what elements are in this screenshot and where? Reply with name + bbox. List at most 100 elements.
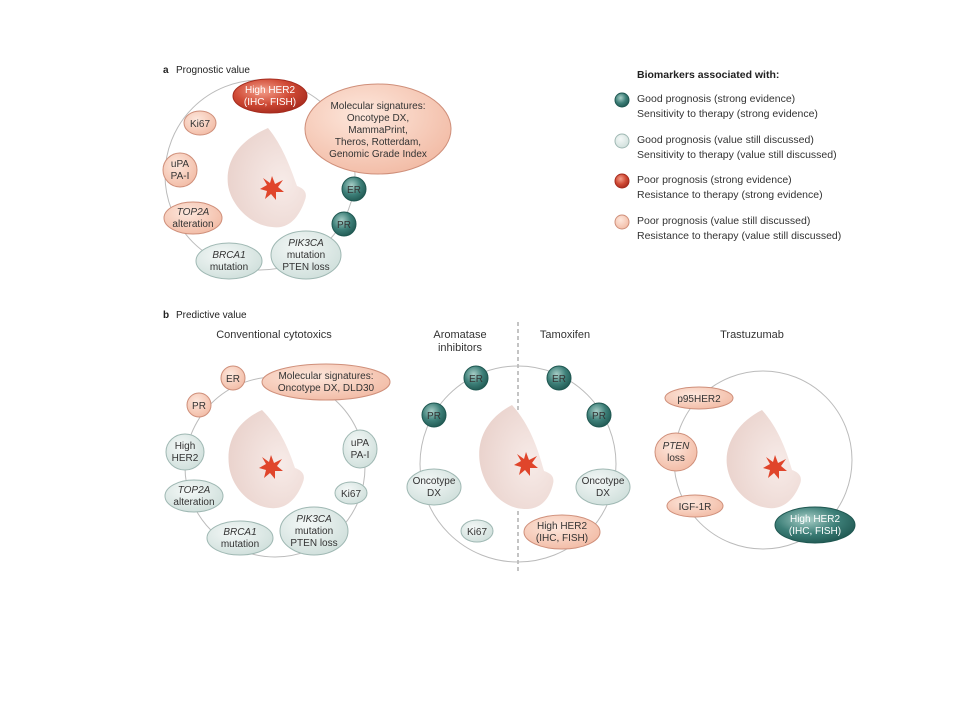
tras-node-igf1r: IGF-1R — [666, 494, 724, 518]
conv-node-brca1: BRCA1 mutation — [206, 520, 274, 556]
tras-node-p95her2: p95HER2 — [664, 386, 734, 410]
panel-a-title: Prognostic value — [176, 65, 250, 76]
conv-ki67-l1: Ki67 — [341, 489, 361, 500]
tam-oncotype-l1: Oncotype — [582, 476, 625, 487]
panel-a-breast-icon — [227, 128, 306, 228]
tam-her2-l2: (IHC, FISH) — [536, 533, 588, 544]
a-node-her2: High HER2 (IHC, FISH) — [232, 78, 308, 114]
a-ki67-l1: Ki67 — [190, 119, 210, 130]
conv-node-top2a: TOP2A alteration — [164, 479, 224, 513]
tam-node-oncotype: Oncotype DX — [575, 468, 631, 506]
conv-node-her2: High HER2 — [165, 433, 205, 471]
a-node-ki67: Ki67 — [183, 110, 217, 136]
a-mol-l3: MammaPrint, — [348, 125, 407, 136]
a-mol-l2: Oncotype DX, — [347, 113, 409, 124]
conv-node-ki67: Ki67 — [334, 481, 368, 505]
section-tamoxifen: Tamoxifen — [540, 329, 590, 341]
ai-er-l1: ER — [469, 374, 483, 385]
ai-node-pr: PR — [421, 402, 447, 428]
conv-breast-icon — [228, 410, 304, 509]
tras-pten-l2: loss — [667, 453, 685, 464]
a-top2a-l1: TOP2A — [177, 207, 210, 218]
ai-node-ki67: Ki67 — [460, 519, 494, 543]
a-upa-l2: PA-I — [171, 171, 190, 182]
panel-b-title: Predictive value — [176, 310, 247, 321]
legend-good-strong-swatch — [614, 92, 630, 108]
a-top2a-l2: alteration — [172, 219, 213, 230]
legend-heading: Biomarkers associated with: — [637, 69, 779, 81]
conv-pik3ca-l2: mutation — [295, 526, 333, 537]
legend-item-3-line1: Poor prognosis (strong evidence) — [637, 174, 792, 186]
legend-item-2-line1: Good prognosis (value still discussed) — [637, 134, 814, 146]
conv-node-molecular: Molecular signatures: Oncotype DX, DLD30 — [261, 363, 391, 401]
panel-a-letter: a — [163, 65, 169, 76]
conv-er-l1: ER — [226, 374, 240, 385]
legend-poor-strong-swatch — [614, 173, 630, 189]
legend-good-weak-swatch — [614, 133, 630, 149]
ai-tam-tumor-icon — [514, 452, 538, 476]
a-node-brca1: BRCA1 mutation — [195, 242, 263, 280]
tras-pten-l1: PTEN — [663, 441, 690, 452]
tras-her2-l2: (IHC, FISH) — [789, 526, 841, 537]
section-aromatase-l1: Aromatase — [433, 329, 486, 341]
a-pr-l1: PR — [337, 220, 351, 231]
tras-igf-l1: IGF-1R — [679, 502, 712, 513]
conv-top2a-l2: alteration — [173, 497, 214, 508]
tras-node-her2: High HER2 (IHC, FISH) — [774, 506, 856, 544]
ai-oncotype-l1: Oncotype — [413, 476, 456, 487]
conv-node-pik3ca: PIK3CA mutation PTEN loss — [279, 506, 349, 556]
a-mol-l5: Genomic Grade Index — [329, 149, 427, 160]
a-pik3ca-l1: PIK3CA — [288, 238, 324, 249]
legend: Biomarkers associated with: Good prognos… — [614, 69, 841, 242]
conv-pik3ca-l1: PIK3CA — [296, 514, 332, 525]
tam-node-pr: PR — [586, 402, 612, 428]
section-trastuzumab: Trastuzumab — [720, 329, 784, 341]
a-pik3ca-l3: PTEN loss — [282, 262, 329, 273]
tras-p95-l1: p95HER2 — [677, 394, 721, 405]
ai-node-er: ER — [463, 365, 489, 391]
tras-node-pten: PTEN loss — [654, 432, 698, 472]
conv-brca1-l2: mutation — [221, 539, 259, 550]
a-node-pik3ca: PIK3CA mutation PTEN loss — [270, 230, 342, 280]
tam-er-l1: ER — [552, 374, 566, 385]
ai-oncotype-l2: DX — [427, 488, 441, 499]
legend-item-1-line2: Sensitivity to therapy (strong evidence) — [637, 108, 818, 120]
a-node-molecular: Molecular signatures: Oncotype DX, Mamma… — [304, 83, 452, 175]
conv-mol-l1: Molecular signatures: — [278, 371, 373, 382]
tras-breast-icon — [726, 410, 801, 509]
tam-oncotype-l2: DX — [596, 488, 610, 499]
ai-ki67-l1: Ki67 — [467, 527, 487, 538]
section-aromatase-l2: inhibitors — [438, 342, 483, 354]
tras-her2-l1: High HER2 — [790, 514, 840, 525]
conv-pik3ca-l3: PTEN loss — [290, 538, 337, 549]
conv-node-upa: uPA PA-I — [342, 429, 378, 469]
tam-node-er: ER — [546, 365, 572, 391]
ai-tam-breast-icon — [479, 405, 554, 510]
panel-a-tumor-icon — [260, 176, 284, 200]
conv-top2a-l1: TOP2A — [178, 485, 211, 496]
conv-tumor-icon — [259, 455, 283, 479]
conv-node-er: ER — [220, 365, 246, 391]
legend-item-4-line1: Poor prognosis (value still discussed) — [637, 215, 810, 227]
tam-her2-l1: High HER2 — [537, 521, 587, 532]
conv-upa-l1: uPA — [351, 438, 369, 449]
a-node-er: ER — [341, 176, 367, 202]
tam-pr-l1: PR — [592, 411, 606, 422]
a-node-top2a: TOP2A alteration — [163, 201, 223, 235]
panel-b-letter: b — [163, 310, 169, 321]
conv-her2-l2: HER2 — [172, 453, 199, 464]
a-upa-l1: uPA — [171, 159, 189, 170]
conv-pr-l1: PR — [192, 401, 206, 412]
a-er-l1: ER — [347, 185, 361, 196]
conv-mol-l2: Oncotype DX, DLD30 — [278, 383, 375, 394]
ai-node-oncotype: Oncotype DX — [406, 468, 462, 506]
legend-item-3-line2: Resistance to therapy (strong evidence) — [637, 189, 823, 201]
legend-poor-weak-swatch — [614, 214, 630, 230]
conv-her2-l1: High — [175, 441, 196, 452]
a-node-pr: PR — [331, 211, 357, 237]
a-her2-l2: (IHC, FISH) — [244, 97, 296, 108]
a-node-upa: uPA PA-I — [162, 152, 198, 188]
a-mol-l4: Theros, Rotterdam, — [335, 137, 421, 148]
